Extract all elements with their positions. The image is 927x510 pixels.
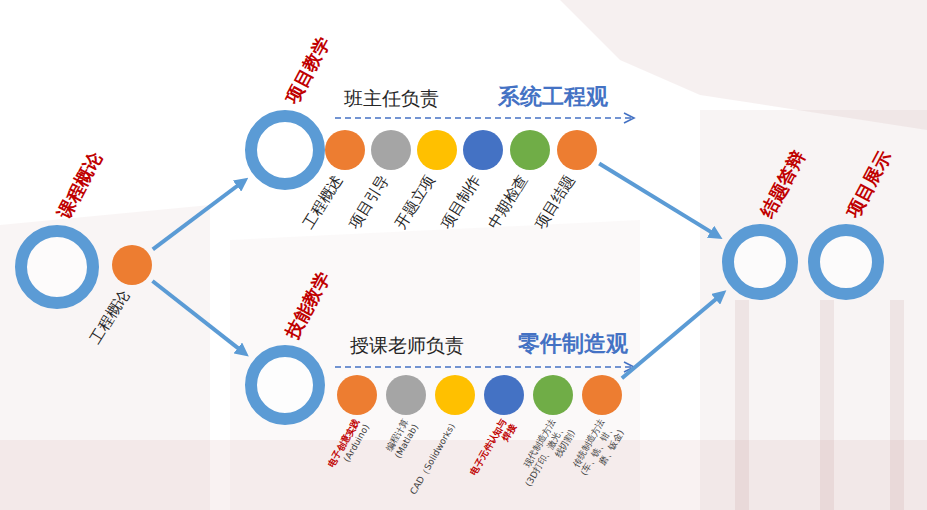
dot-circle [463,130,503,170]
stage-heading: 课程概论 [52,148,107,223]
ring-circle [814,230,878,294]
responsibility-note: 班主任负责 [344,86,439,112]
step-dot: 项目结题 [557,130,597,170]
flow-arrow [153,181,244,249]
flow-arrow [622,294,722,378]
skill-text: 电子元件认知与 焊接 [462,417,519,494]
step-dot: CAD（Solidworks） [435,375,475,415]
ring-circle [728,230,792,294]
concept-label: 零件制造观 [518,329,628,359]
ring-node: 项目展示 [808,224,884,300]
ring-shape [15,225,99,309]
step-dot: 项目制作 [463,130,503,170]
step-dot: 编程计算 (Matlab) [386,375,426,415]
step-dot: 电子元件认知与 焊接 [484,375,524,415]
stage-heading: 技能教学 [280,268,335,343]
ring-shape [808,224,884,300]
dot-shape [582,375,622,415]
dot-shape [371,130,411,170]
step-dot: 工程概述 [325,130,365,170]
responsibility-note: 授课老师负责 [350,333,464,359]
dot-shape [112,245,152,285]
step-dot: 开题立项 [417,130,457,170]
dot-circle [484,375,524,415]
dot-shape [533,375,573,415]
dot-circle [325,130,365,170]
step-label: 项目结题 [531,171,579,232]
dot-shape [386,375,426,415]
ring-circle [21,231,93,303]
step-dot: 现代制造方法 (3D打印、激光、 线切割) [533,375,573,415]
step-label: 开题立项 [391,171,439,232]
ring-node: 技能教学 [245,345,325,425]
dot-circle [435,375,475,415]
dot-shape [325,130,365,170]
dot-shape [484,375,524,415]
step-dot: 项目引导 [371,130,411,170]
dot-shape [510,130,550,170]
ring-circle [251,116,319,184]
step-label: 工程概论 [86,286,134,347]
ring-node: 课程概论 [15,225,99,309]
dot-circle [582,375,622,415]
ring-shape [245,110,325,190]
skill-caption: 电子元件认知与 焊接 [462,417,519,494]
step-label: 项目引导 [345,171,393,232]
ring-shape [245,345,325,425]
stage-heading: 结题答辩 [755,147,810,222]
dot-circle [337,375,377,415]
step-dot: 工程概论 [112,245,152,285]
stage-heading: 项目展示 [841,147,896,222]
ring-node: 结题答辩 [722,224,798,300]
flow-arrow [152,281,244,353]
dot-circle [417,130,457,170]
dot-circle [371,130,411,170]
dot-shape [435,375,475,415]
dot-shape [463,130,503,170]
dot-shape [337,375,377,415]
skill-caption: 电子创意实践(Arduino) [315,417,372,494]
step-dot: 传统制造方法 (车、铣、钳、 磨、钣金) [582,375,622,415]
dot-circle [112,245,152,285]
concept-label: 系统工程观 [498,82,608,112]
dot-shape [417,130,457,170]
dashed-arrow [335,366,632,368]
skill-text: 编程计算 (Matlab) [377,417,421,471]
dot-circle [557,130,597,170]
skill-caption: 现代制造方法 (3D打印、激光、 线切割) [511,417,578,499]
dashed-arrow [335,117,632,119]
red-wall [0,440,927,510]
step-label: 中期检查 [484,171,532,232]
dot-shape [557,130,597,170]
step-label: 项目制作 [437,171,485,232]
dashed-arrow-head [624,113,634,123]
skill-caption: 编程计算 (Matlab) [377,417,421,471]
stage-heading: 项目教学 [280,33,335,108]
step-dot: 中期检查 [510,130,550,170]
skill-text: 现代制造方法 (3D打印、激光、 线切割) [511,417,578,499]
ring-shape [722,224,798,300]
step-dot: 电子创意实践(Arduino) [337,375,377,415]
dot-circle [510,130,550,170]
ring-node: 项目教学 [245,110,325,190]
ring-circle [251,351,319,419]
flow-arrow [599,164,717,236]
dot-circle [533,375,573,415]
dot-circle [386,375,426,415]
